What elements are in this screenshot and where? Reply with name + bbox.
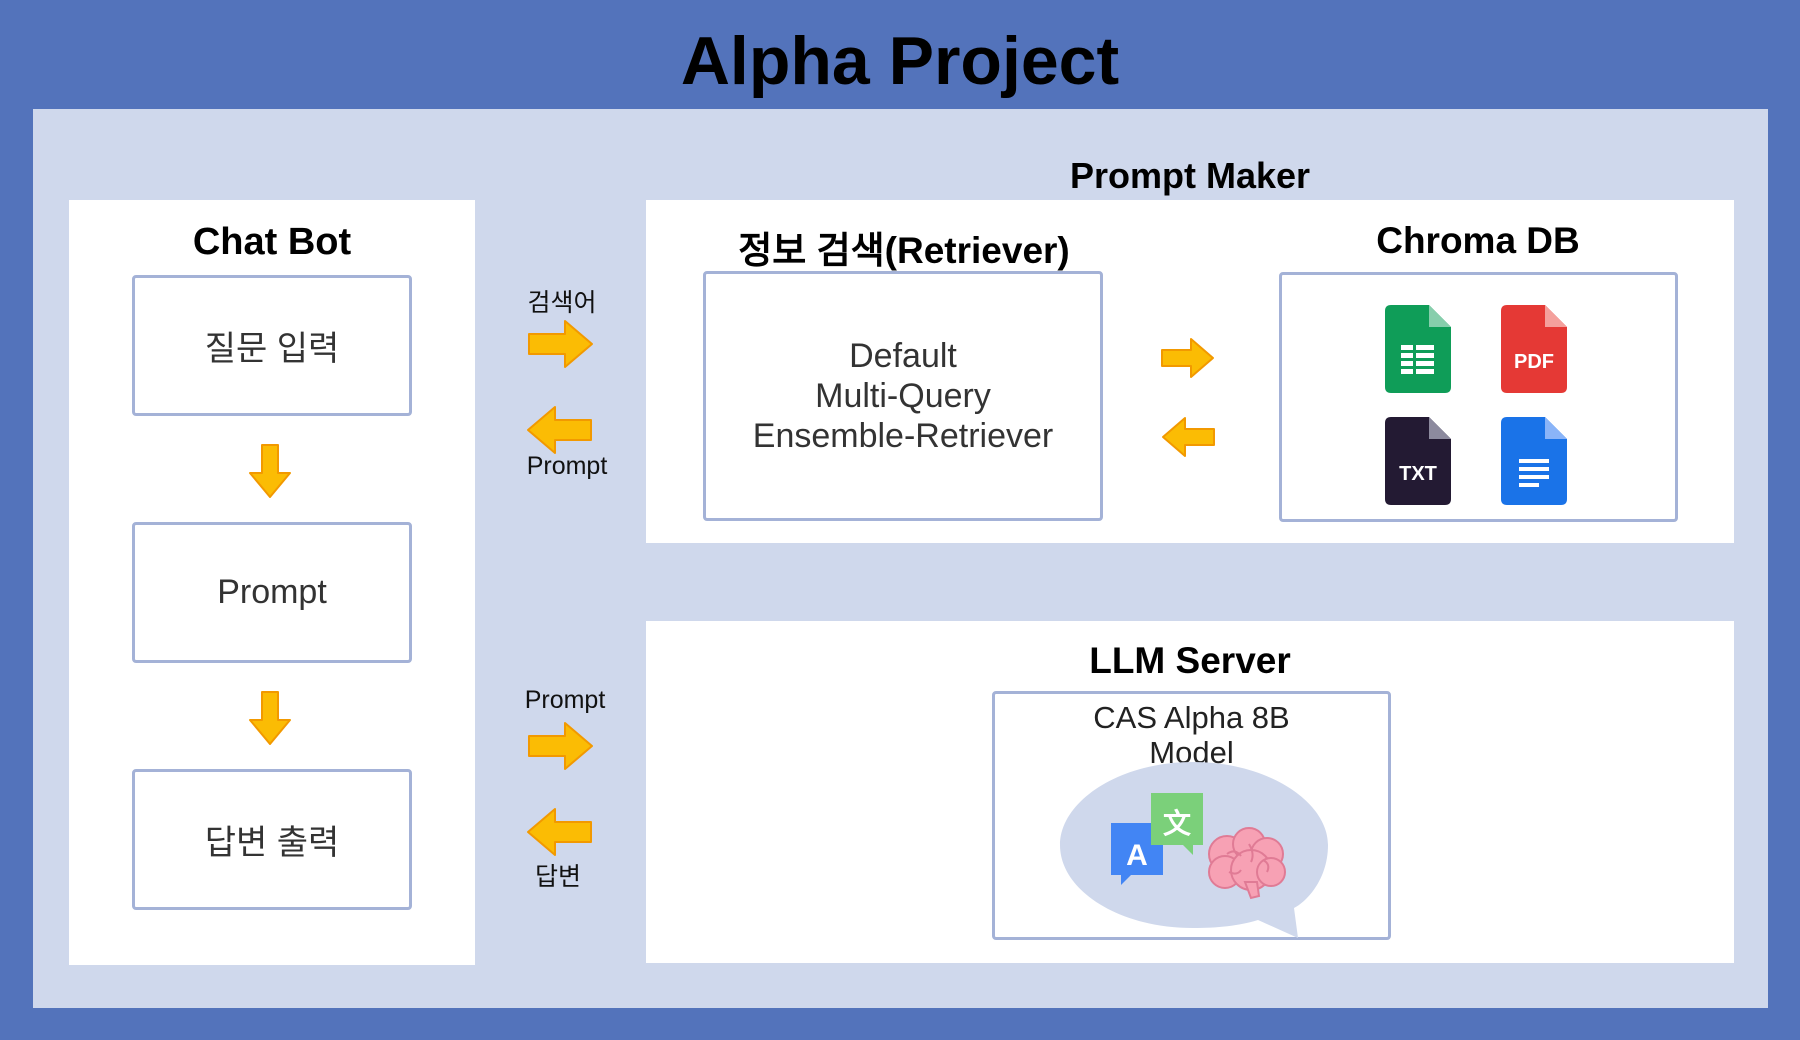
- pdf-icon: PDF: [1501, 305, 1567, 393]
- arrow-left-icon: [525, 806, 593, 858]
- prompt-maker-header: Prompt Maker: [1069, 155, 1311, 196]
- flow-label-answer: 답변: [534, 863, 581, 891]
- arrow-left-icon: [1160, 416, 1216, 458]
- brain-icon: [1205, 826, 1287, 900]
- flow-label-prompt-llm: Prompt: [524, 686, 606, 714]
- page-title: Alpha Project: [680, 23, 1120, 99]
- flow-label-query: 검색어: [527, 289, 597, 317]
- speech-bubble-icon: [1058, 760, 1328, 938]
- step-question-input: 질문 입력: [132, 275, 412, 416]
- txt-icon: TXT: [1385, 417, 1451, 505]
- arrow-right-icon: [527, 720, 595, 772]
- chroma-header: Chroma DB: [1376, 220, 1580, 261]
- arrow-right-icon: [527, 318, 595, 370]
- step-answer-output: 답변 출력: [132, 769, 412, 910]
- docs-icon: [1501, 417, 1567, 505]
- step-prompt: Prompt: [132, 522, 412, 663]
- pdf-label: PDF: [1514, 351, 1554, 373]
- arrow-down-icon: [248, 690, 292, 746]
- arrow-down-icon: [248, 443, 292, 499]
- llm-header: LLM Server: [1089, 640, 1291, 681]
- chatbot-header: Chat Bot: [192, 221, 352, 263]
- retriever-box: Default Multi-Query Ensemble-Retriever: [703, 271, 1103, 521]
- arrow-right-icon: [1160, 337, 1216, 379]
- retriever-header: 정보 검색(Retriever): [738, 230, 1070, 271]
- chroma-box: [1279, 272, 1678, 522]
- translate-letter-a: A: [1126, 839, 1148, 872]
- flow-label-prompt: Prompt: [526, 452, 608, 480]
- arrow-left-icon: [525, 404, 593, 456]
- txt-label: TXT: [1399, 463, 1437, 485]
- sheets-icon: [1385, 305, 1451, 393]
- translate-letter-b: 文: [1163, 807, 1191, 840]
- translate-icon: A 文: [1111, 793, 1203, 885]
